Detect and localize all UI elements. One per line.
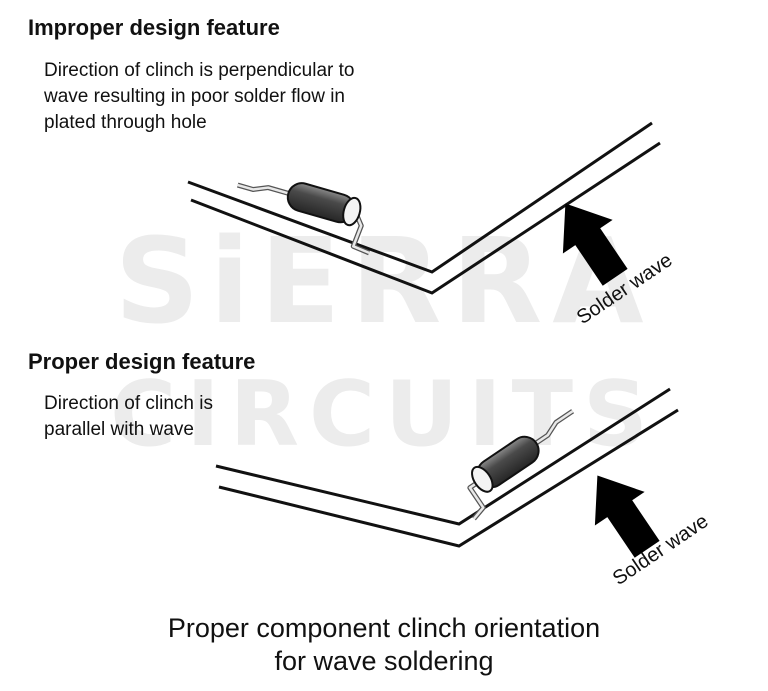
improper-left-lead (236, 182, 291, 197)
proper-board-edge-upper (215, 387, 671, 526)
proper-description: Direction of clinch is parallel with wav… (44, 393, 213, 440)
improper-resistor-cap (342, 196, 362, 227)
proper-component (467, 409, 575, 521)
proper-board-edge-lower (218, 408, 679, 548)
improper-board (187, 121, 661, 295)
improper-board-edge-upper (187, 121, 653, 274)
improper-solder-wave-arrow (562, 203, 628, 286)
proper-resistor-cap (471, 465, 494, 493)
figure-caption: Proper component clinch orientation for … (167, 613, 601, 676)
improper-board-edge-lower (190, 141, 661, 295)
improper-description: Direction of clinch is perpendicular to … (44, 60, 355, 133)
proper-heading: Proper design feature (28, 349, 256, 374)
watermark-sierra: SiERRA (114, 212, 654, 350)
improper-component (236, 182, 371, 256)
watermark-circuits: CIRCUITS (110, 362, 658, 467)
proper-solder-wave-arrow (594, 475, 660, 558)
proper-board (215, 387, 679, 548)
improper-heading: Improper design feature (28, 15, 280, 40)
